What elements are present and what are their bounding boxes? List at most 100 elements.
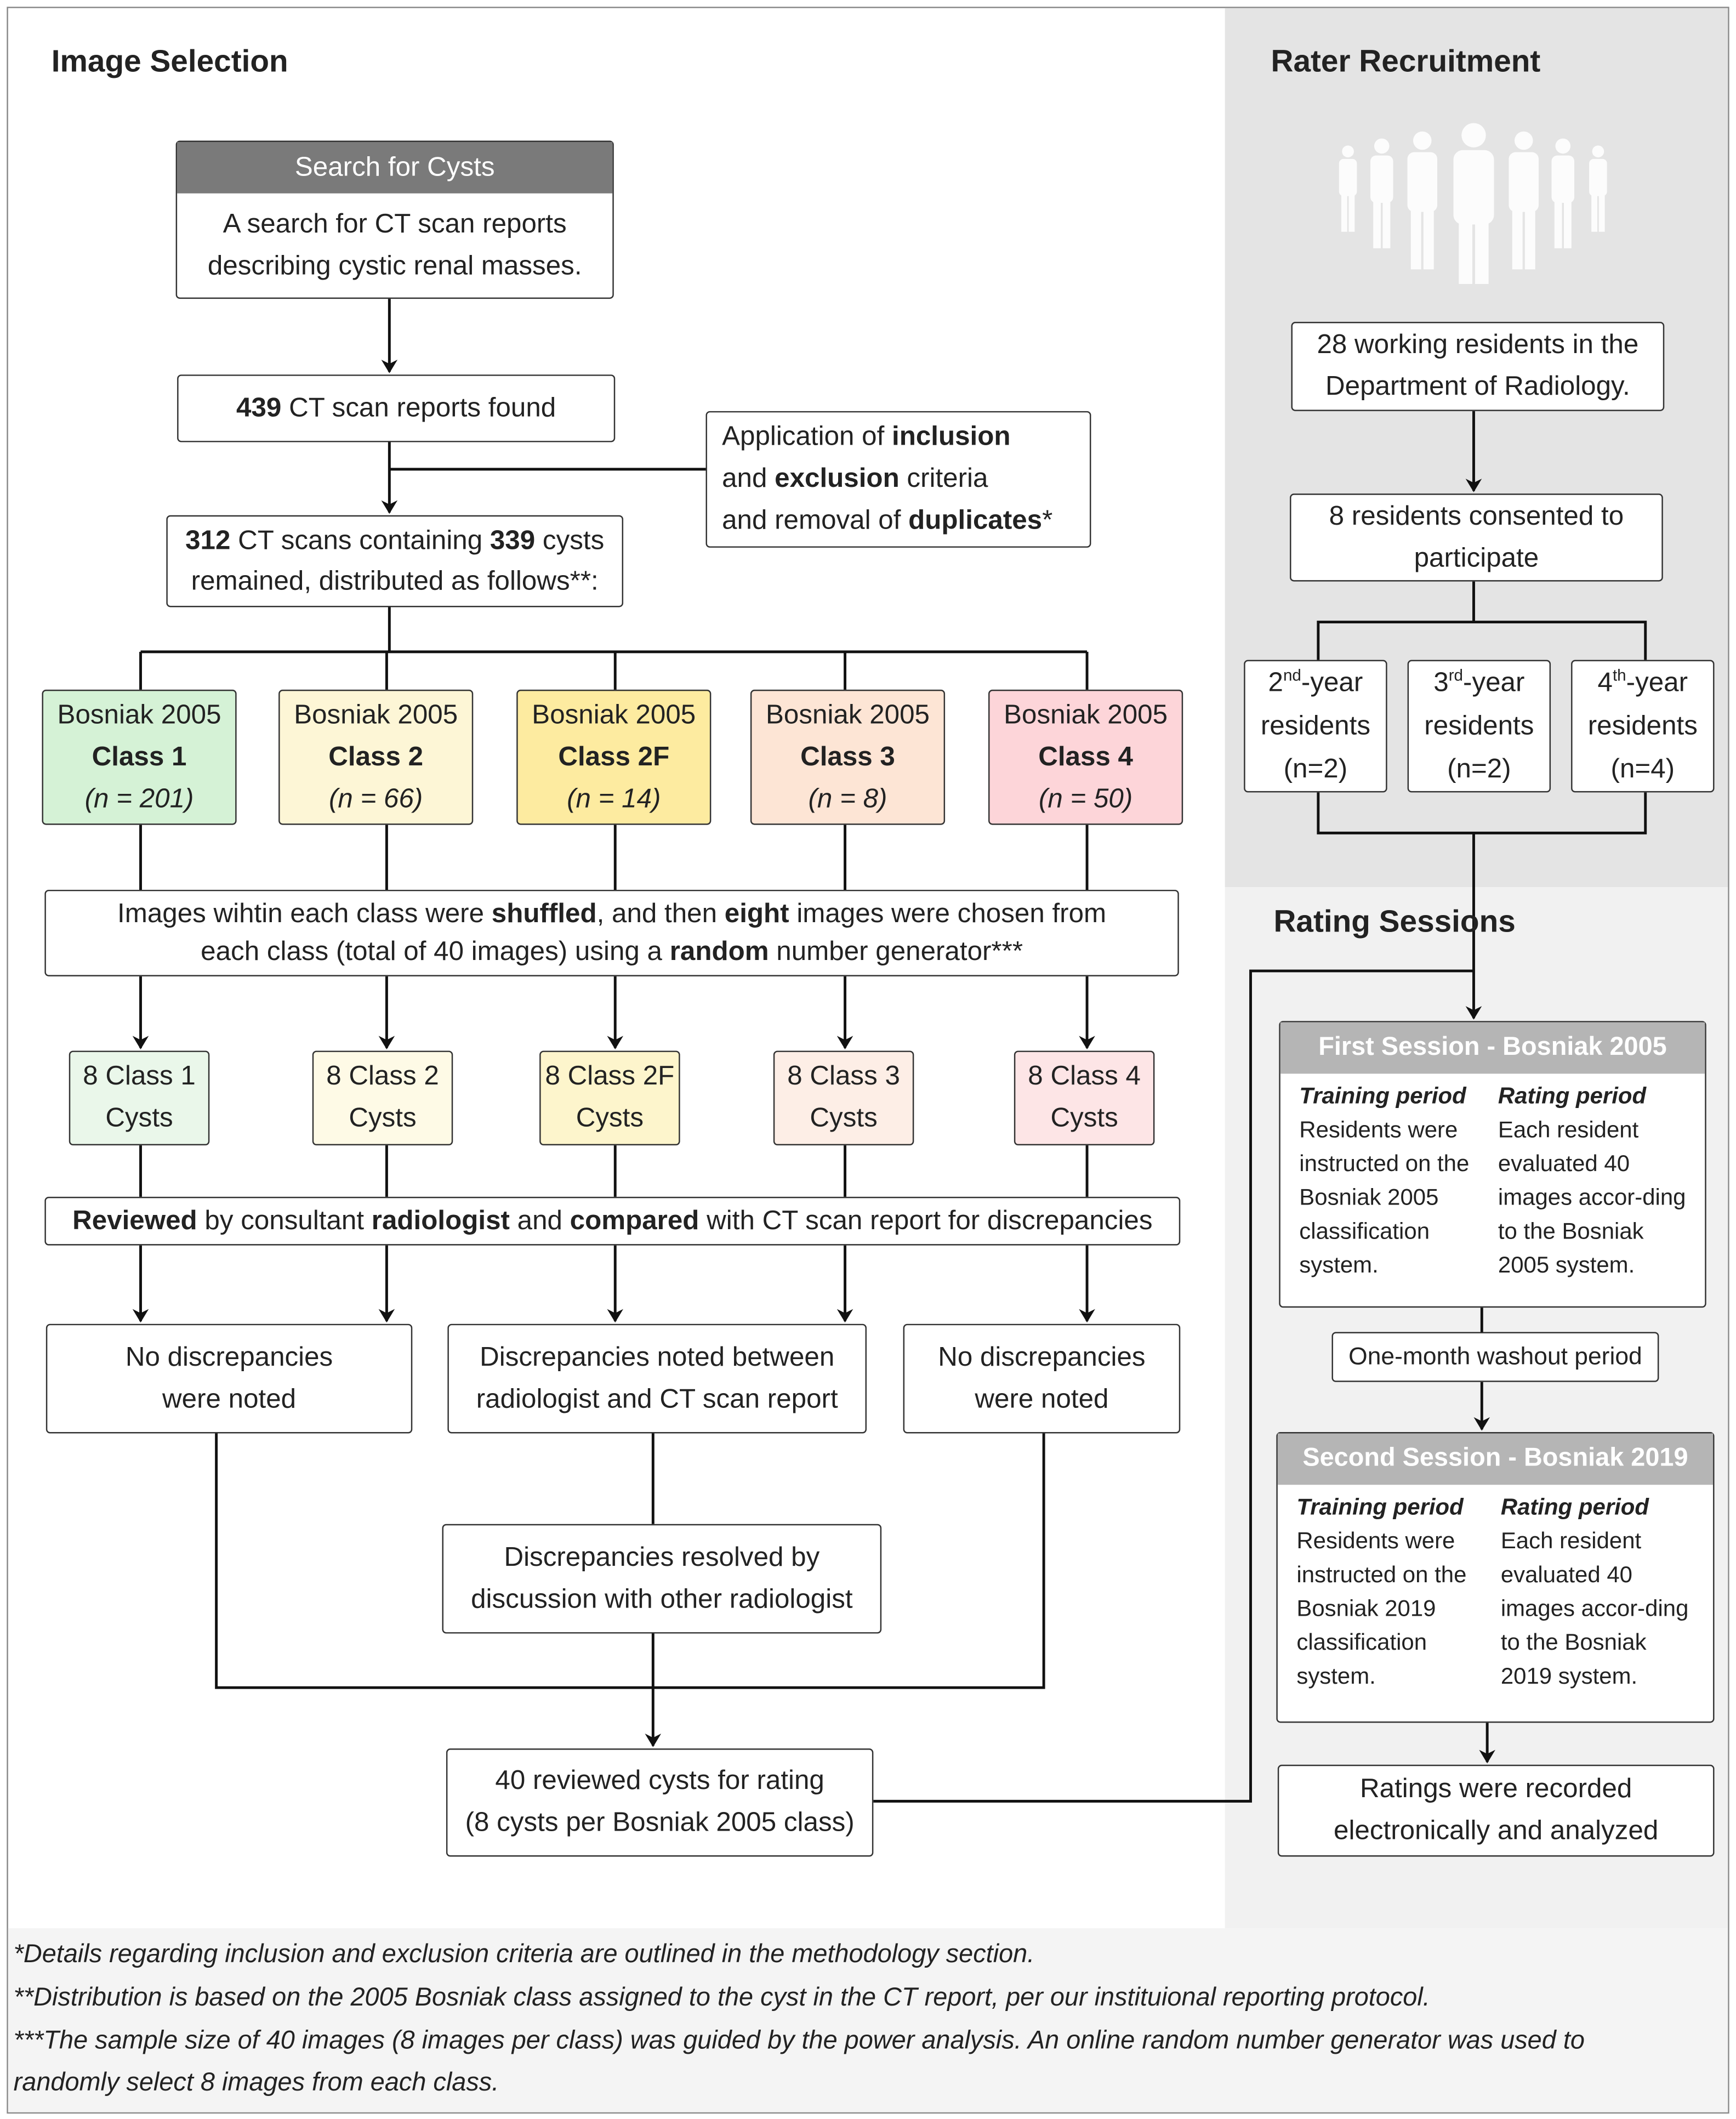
washout-box: One-month washout period bbox=[1331, 1332, 1659, 1382]
text: No discrepancies bbox=[938, 1342, 1146, 1372]
scan-count: 312 bbox=[185, 526, 231, 556]
training-title: Training period bbox=[1299, 1083, 1466, 1109]
text: discussion with other radiologist bbox=[471, 1584, 853, 1614]
class-count: (n = 201) bbox=[84, 783, 194, 814]
residents-silhouette-icon bbox=[1339, 123, 1607, 284]
text: residents bbox=[1424, 711, 1534, 741]
text: 8 Class 4 bbox=[1028, 1061, 1141, 1092]
class-name: Class 2F bbox=[558, 741, 670, 772]
text: Cysts bbox=[105, 1103, 173, 1133]
cyst-count: 339 bbox=[490, 526, 536, 556]
text: (n=4) bbox=[1610, 754, 1675, 785]
training-text: Residents were instructed on the Bosniak… bbox=[1296, 1528, 1467, 1689]
text: Cysts bbox=[810, 1103, 878, 1133]
class-line-1: Bosniak 2005 bbox=[766, 700, 930, 730]
text: 4 bbox=[1597, 668, 1613, 698]
no-discrepancies-left: No discrepancies were noted bbox=[45, 1323, 413, 1434]
footnote-1: *Details regarding inclusion and exclusi… bbox=[13, 1940, 1035, 1969]
class-line-1: Bosniak 2005 bbox=[294, 700, 458, 730]
remained-box: 312 CT scans containing 339 cysts remain… bbox=[166, 515, 624, 607]
class-count: (n = 8) bbox=[808, 783, 887, 814]
text: -year bbox=[1301, 668, 1363, 698]
first-session-box: First Session - Bosniak 2005 Training pe… bbox=[1279, 1021, 1706, 1308]
second-session-box: Second Session - Bosniak 2019 Training p… bbox=[1276, 1432, 1715, 1723]
rating-sessions-title: Rating Sessions bbox=[1273, 903, 1516, 939]
shuffle-bold: shuffled bbox=[491, 899, 597, 929]
shuffle-text: images were chosen from bbox=[789, 899, 1107, 929]
text: 8 Class 2 bbox=[326, 1061, 439, 1092]
text: -year bbox=[1463, 668, 1525, 698]
text: 40 reviewed cysts for rating bbox=[495, 1766, 824, 1796]
text: participate bbox=[1414, 543, 1539, 573]
shuffle-text: Images wihtin each class were bbox=[117, 899, 492, 929]
text: Department of Radiology. bbox=[1325, 372, 1630, 402]
remained-text: cysts bbox=[535, 526, 605, 556]
text: (n=2) bbox=[1447, 754, 1511, 785]
text: Discrepancies resolved by bbox=[504, 1542, 820, 1572]
text: 8 Class 3 bbox=[787, 1061, 900, 1092]
footnote-panel bbox=[8, 1928, 1728, 2112]
criteria-inclusion: inclusion bbox=[892, 422, 1011, 452]
class-count: (n = 14) bbox=[567, 783, 661, 814]
search-box: Search for Cysts A search for CT scan re… bbox=[175, 140, 614, 299]
remained-text-2: remained, distributed as follows**: bbox=[191, 566, 599, 596]
shuffle-text: number generator*** bbox=[769, 937, 1023, 967]
training-title: Training period bbox=[1296, 1494, 1464, 1520]
reviewed-text: with CT scan report for discrepancies bbox=[699, 1205, 1153, 1236]
final-cysts-box: 40 reviewed cysts for rating(8 cysts per… bbox=[446, 1748, 874, 1857]
search-header: Search for Cysts bbox=[177, 141, 613, 194]
text: Cysts bbox=[349, 1103, 417, 1133]
text: were noted bbox=[162, 1384, 297, 1414]
text: 2 bbox=[1268, 668, 1283, 698]
remained-text: CT scans containing bbox=[230, 526, 490, 556]
class-line-1: Bosniak 2005 bbox=[532, 700, 696, 730]
reports-found-box: 439 CT scan reports found bbox=[177, 374, 616, 442]
class-name: Class 2 bbox=[328, 741, 424, 772]
second-session-header: Second Session - Bosniak 2019 bbox=[1277, 1433, 1714, 1485]
text: Ratings were recorded bbox=[1360, 1774, 1632, 1804]
text: th bbox=[1612, 666, 1626, 685]
reports-count: 439 bbox=[236, 393, 282, 423]
text: 3 bbox=[1433, 668, 1449, 698]
text: electronically and analyzed bbox=[1334, 1816, 1659, 1846]
text: No discrepancies bbox=[125, 1342, 333, 1372]
reviewed-box: Reviewed by consultant radiologist and c… bbox=[44, 1196, 1181, 1246]
class-count: (n = 50) bbox=[1038, 783, 1133, 814]
class-line-1: Bosniak 2005 bbox=[57, 700, 221, 730]
selected-cysts-box: 8 Class 2F Cysts bbox=[539, 1050, 680, 1146]
selected-cysts-box: 8 Class 2 Cysts bbox=[312, 1050, 453, 1146]
footnote-4: randomly select 8 images from each class… bbox=[13, 2069, 499, 2098]
reviewed-text: by consultant bbox=[197, 1205, 372, 1236]
resolved-box: Discrepancies resolved by discussion with… bbox=[442, 1524, 882, 1634]
text: Cysts bbox=[576, 1103, 644, 1133]
reviewed-bold: radiologist bbox=[371, 1205, 510, 1236]
reports-text: CT scan reports found bbox=[281, 393, 556, 423]
text: Discrepancies noted between bbox=[480, 1342, 835, 1372]
class-name: Class 4 bbox=[1038, 741, 1134, 772]
reviewed-text: and bbox=[509, 1205, 570, 1236]
discrepancies-box: Discrepancies noted between radiologist a… bbox=[447, 1323, 867, 1434]
text: -year bbox=[1626, 668, 1688, 698]
class-count: (n = 66) bbox=[328, 783, 423, 814]
text: 8 Class 2F bbox=[545, 1061, 675, 1092]
criteria-box: Application of inclusion and exclusion c… bbox=[705, 411, 1091, 548]
footnote-2: **Distribution is based on the 2005 Bosn… bbox=[13, 1984, 1430, 2013]
text: were noted bbox=[975, 1384, 1109, 1414]
shuffle-bold: eight bbox=[724, 899, 789, 929]
shuffle-text: , and then bbox=[596, 899, 725, 929]
text: radiologist and CT scan report bbox=[476, 1384, 838, 1414]
criteria-exclusion: exclusion bbox=[775, 464, 900, 494]
class-name: Class 1 bbox=[92, 741, 187, 772]
rating-text: Each resident evaluated 40 images accor-… bbox=[1498, 1117, 1686, 1278]
frame bbox=[7, 7, 1729, 2114]
